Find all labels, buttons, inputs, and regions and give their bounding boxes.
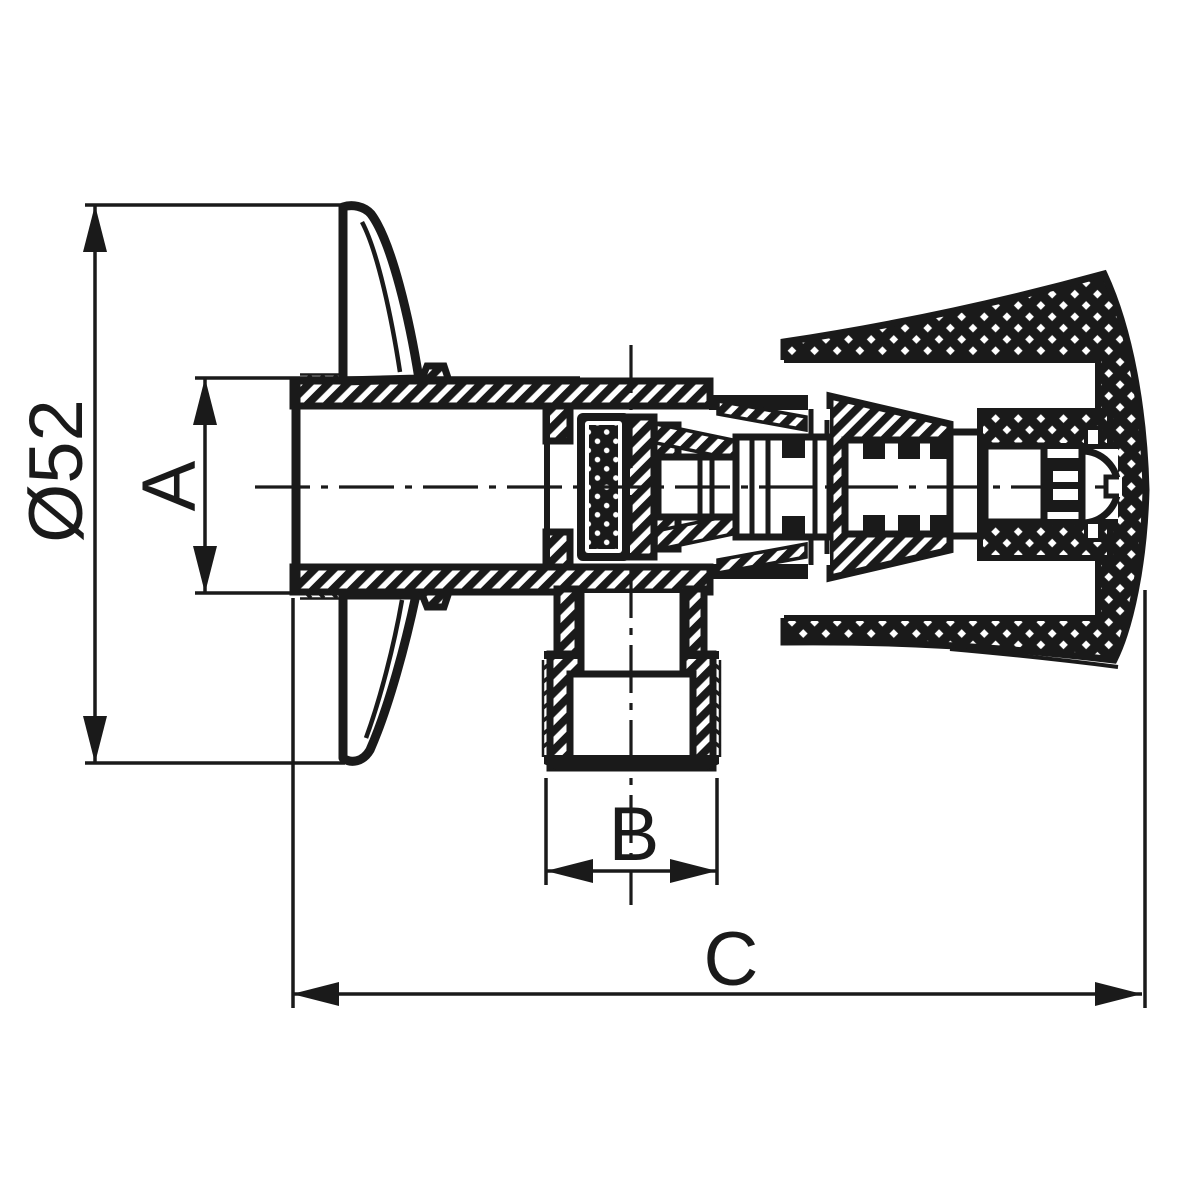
svg-text:C: C: [704, 917, 759, 1002]
svg-text:B: B: [609, 792, 660, 877]
svg-text:A: A: [127, 460, 212, 511]
svg-text:Ø52: Ø52: [14, 399, 99, 543]
